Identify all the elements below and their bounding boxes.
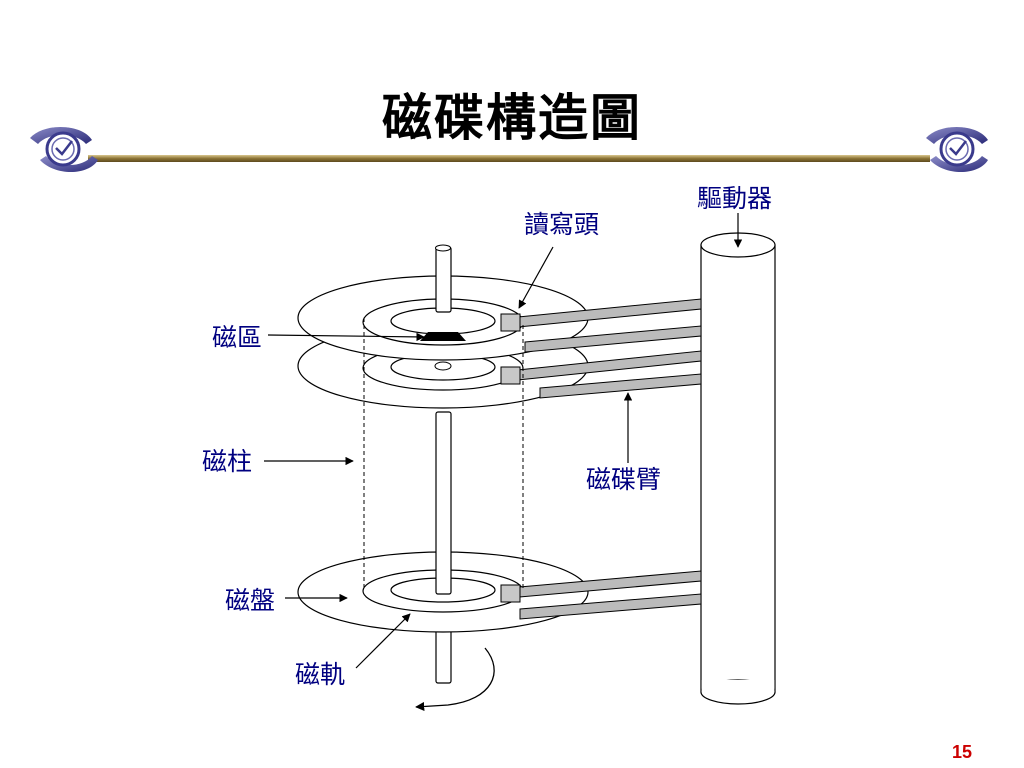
sector-pointer [267,332,425,342]
spindle-lower [435,627,452,684]
disk-arm-top [500,298,702,353]
head-pointer [518,246,554,309]
spindle-middle [435,411,452,595]
drive-cylinder [700,232,776,705]
rotation-arrow-icon [415,647,495,712]
header-divider [88,155,930,162]
platter-top [297,275,589,361]
right-logo-icon [926,126,988,172]
sector-label: 磁區 [212,323,263,352]
disk-arm-bottom [500,570,702,620]
drive-label: 驅動器 [697,184,773,213]
read-write-head-label: 讀寫頭 [524,210,600,239]
cylinder-outline [363,318,524,590]
left-logo-icon [30,126,98,172]
track-pointer [355,613,411,669]
sector-highlight [420,332,466,341]
slide-title: 磁碟構造圖 [382,88,642,147]
platter-label: 磁盤 [225,586,276,615]
page-number: 15 [951,742,972,762]
track-label: 磁軌 [295,660,346,689]
disk-arm-label: 磁碟臂 [586,465,662,494]
disk-arm-middle [500,350,702,399]
label-pointers [264,213,743,669]
cylinder-label: 磁柱 [202,447,253,476]
spindle-top [435,244,452,313]
